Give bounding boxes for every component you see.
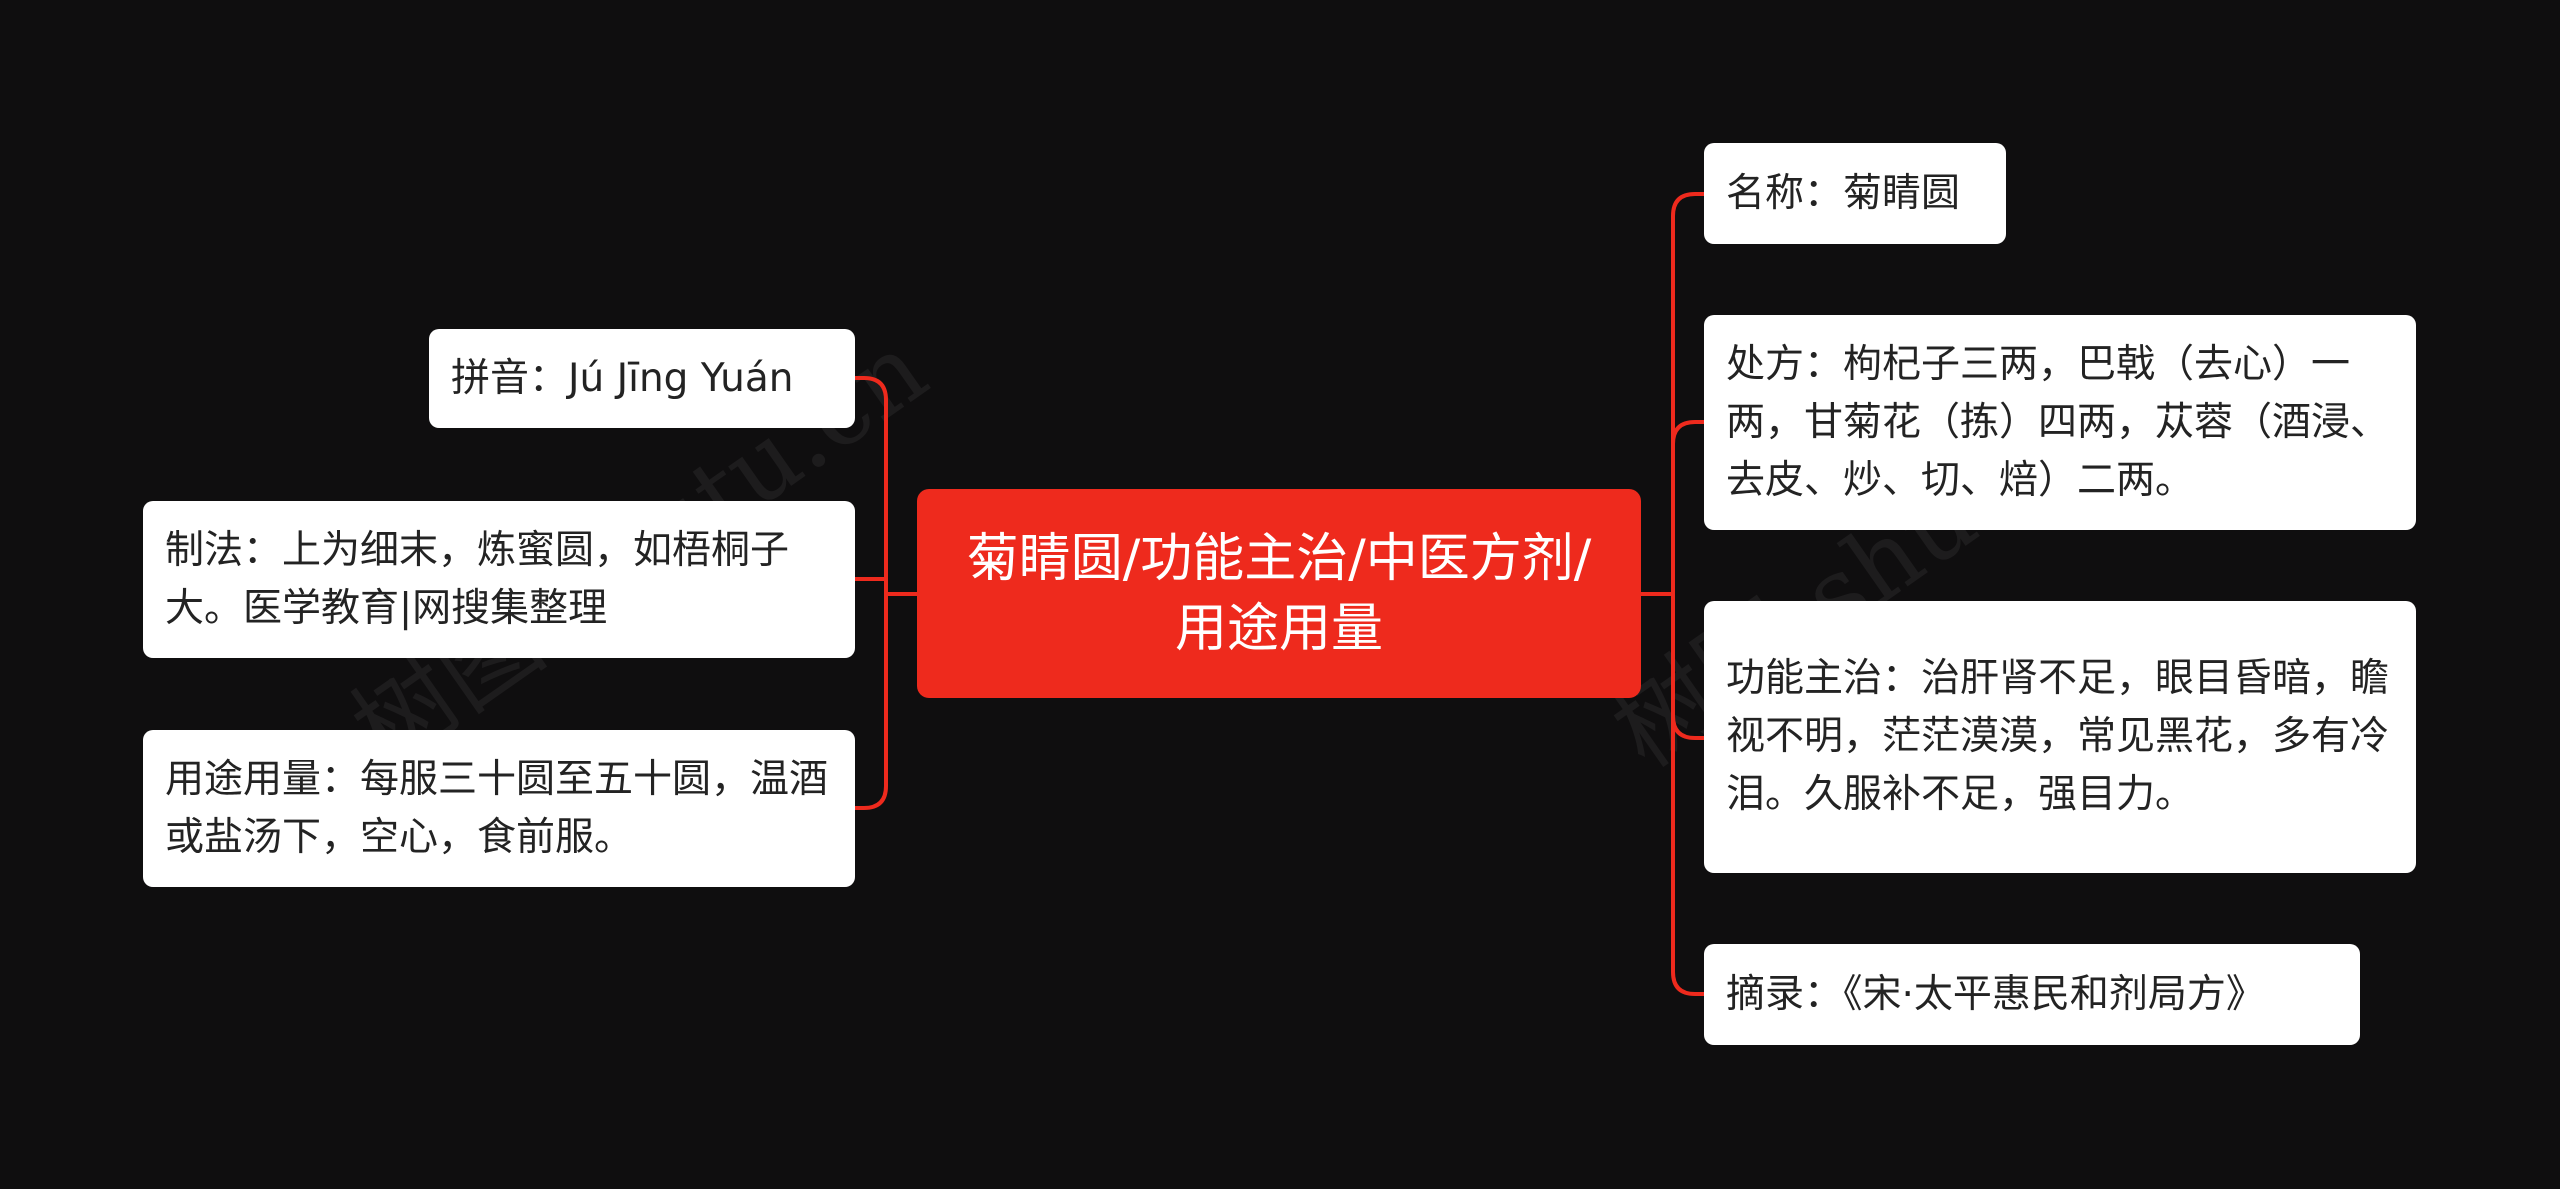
connector-right-prescription (1671, 420, 1706, 596)
connector-right-source (1671, 592, 1706, 996)
connector-left-pinyin (853, 376, 888, 596)
node-name-text: 名称：菊睛圆 (1726, 170, 1961, 216)
node-preparation-text: 制法：上为细末，炼蜜圆，如梧桐子大。医学教育|网搜集整理 (165, 527, 790, 631)
node-name[interactable]: 名称：菊睛圆 (1704, 143, 2006, 244)
connector-right-name (1671, 192, 1706, 596)
node-pinyin-text: 拼音：Jú Jīng Yuán (451, 355, 794, 401)
node-source[interactable]: 摘录：《宋·太平惠民和剂局方》 (1704, 944, 2360, 1045)
connector-right-indications (1671, 592, 1706, 740)
node-usage-dosage-text: 用途用量：每服三十圆至五十圆，温酒或盐汤下，空心，食前服。 (165, 756, 829, 860)
node-indications[interactable]: 功能主治：治肝肾不足，眼目昏暗，瞻视不明，茫茫漠漠，常见黑花，多有冷泪。久服补不… (1704, 601, 2416, 873)
node-usage-dosage[interactable]: 用途用量：每服三十圆至五十圆，温酒或盐汤下，空心，食前服。 (143, 730, 855, 887)
node-pinyin[interactable]: 拼音：Jú Jīng Yuán (429, 329, 855, 428)
node-source-text: 摘录：《宋·太平惠民和剂局方》 (1726, 971, 2265, 1017)
node-prescription-text: 处方：枸杞子三两，巴戟（去心）一两，甘菊花（拣）四两，苁蓉（酒浸、去皮、炒、切、… (1726, 341, 2390, 503)
node-preparation[interactable]: 制法：上为细末，炼蜜圆，如梧桐子大。医学教育|网搜集整理 (143, 501, 855, 658)
central-topic-label: 菊睛圆/功能主治/中医方剂/用途用量 (966, 528, 1592, 659)
node-prescription[interactable]: 处方：枸杞子三两，巴戟（去心）一两，甘菊花（拣）四两，苁蓉（酒浸、去皮、炒、切、… (1704, 315, 2416, 530)
node-indications-text: 功能主治：治肝肾不足，眼目昏暗，瞻视不明，茫茫漠漠，常见黑花，多有冷泪。久服补不… (1726, 656, 2390, 817)
connector-left-usage (853, 592, 888, 810)
central-topic[interactable]: 菊睛圆/功能主治/中医方剂/用途用量 (917, 489, 1641, 698)
